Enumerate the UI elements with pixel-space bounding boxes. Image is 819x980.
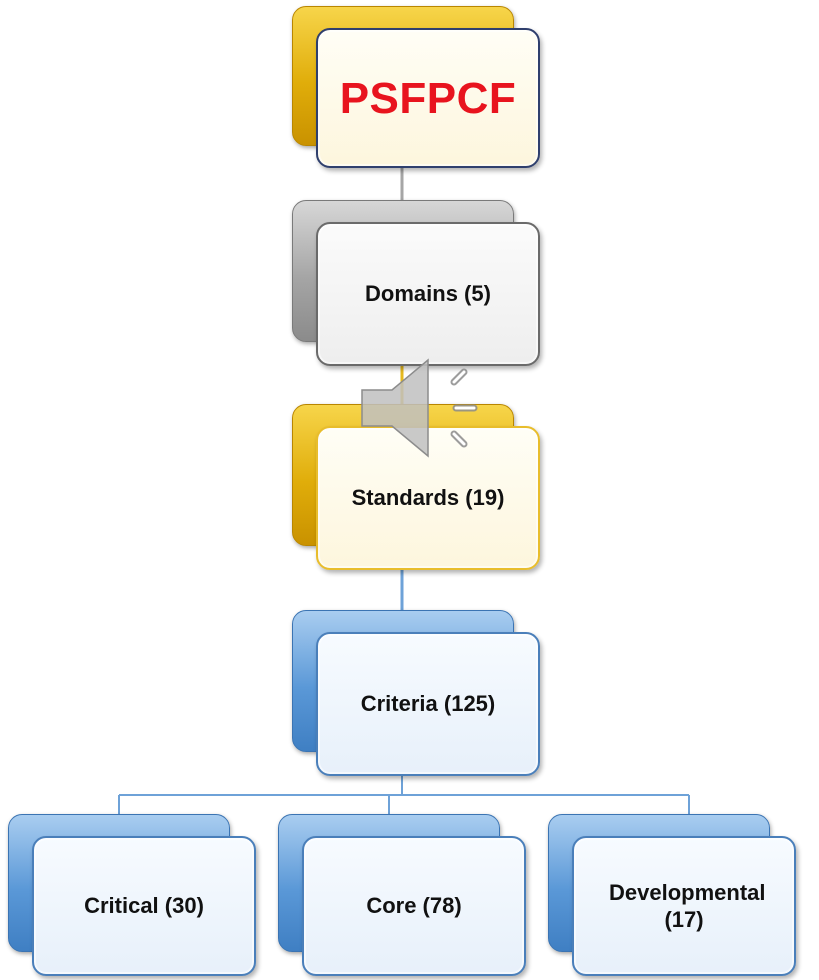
node-title-front: PSFPCF xyxy=(316,28,540,168)
developmental-label: Developmental (17) xyxy=(609,879,766,933)
node-criteria-front: Criteria (125) xyxy=(316,632,540,776)
standards-label: Standards (19) xyxy=(351,485,505,511)
node-critical: Critical (30) xyxy=(8,814,258,976)
critical-label: Critical (30) xyxy=(84,893,204,919)
diagram-title: PSFPCF xyxy=(339,73,517,123)
node-developmental-front: Developmental (17) xyxy=(572,836,796,976)
node-title: PSFPCF xyxy=(292,6,542,168)
node-domains-front: Domains (5) xyxy=(316,222,540,366)
node-standards: Standards (19) xyxy=(292,404,542,570)
core-label: Core (78) xyxy=(366,893,462,919)
node-criteria: Criteria (125) xyxy=(292,610,542,776)
speaker-icon[interactable] xyxy=(356,352,486,464)
node-core-front: Core (78) xyxy=(302,836,526,976)
node-critical-front: Critical (30) xyxy=(32,836,256,976)
node-developmental: Developmental (17) xyxy=(548,814,798,976)
node-domains: Domains (5) xyxy=(292,200,542,366)
domains-label: Domains (5) xyxy=(365,281,491,307)
criteria-label: Criteria (125) xyxy=(360,691,496,717)
node-standards-front: Standards (19) xyxy=(316,426,540,570)
node-core: Core (78) xyxy=(278,814,528,976)
